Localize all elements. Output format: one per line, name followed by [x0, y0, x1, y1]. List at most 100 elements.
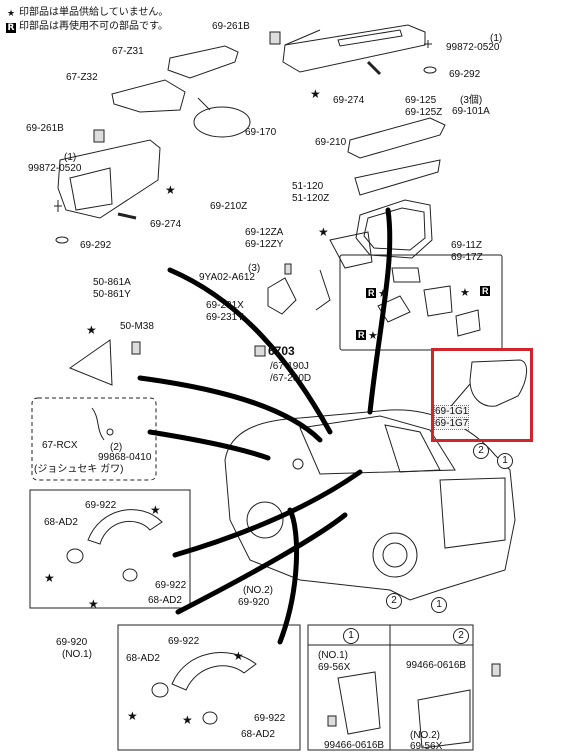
part-label[interactable]: 69-922 [155, 580, 187, 591]
part-label[interactable]: 68-AD2 [126, 653, 160, 664]
side-mirror-body [355, 199, 433, 259]
assist-grip-box-2 [117, 624, 301, 751]
part-label[interactable]: 67-Z32 [66, 72, 98, 83]
part-label[interactable]: 69-292 [449, 69, 481, 80]
sun-visor-right [282, 24, 426, 73]
quantity-note: (NO.2) [410, 730, 440, 741]
side-note: (ジョシュセキ ガワ) [34, 464, 124, 475]
part-label[interactable]: 6703 [268, 344, 295, 358]
part-label[interactable]: /67-190J [270, 361, 309, 372]
ref-circle-1[interactable]: 1 [343, 628, 359, 644]
star-icon: ★ [6, 9, 16, 19]
visor-clip [269, 31, 281, 45]
star-icon: ★ [44, 571, 55, 585]
part-label[interactable]: 69-920 [238, 597, 270, 608]
part-label[interactable]: 69-231X [206, 300, 244, 311]
part-label[interactable]: 69-261B [212, 21, 250, 32]
part-label[interactable]: 69-125 [405, 95, 437, 106]
selected-part-highlight[interactable] [431, 348, 533, 442]
part-label[interactable]: 69-12ZY [245, 239, 284, 250]
star-icon: ★ [86, 323, 97, 337]
quantity-note: (NO.2) [243, 585, 273, 596]
part-label[interactable]: 69-210 [315, 137, 347, 148]
star-icon: ★ [310, 87, 321, 101]
harness-box [31, 397, 157, 481]
svg-text:★: ★ [460, 286, 470, 299]
vehicle-body [224, 409, 516, 601]
part-label[interactable]: 50-M38 [120, 321, 154, 332]
bracket-2 [417, 689, 471, 749]
part-label[interactable]: 50-861Y [93, 289, 131, 300]
part-label-highlighted[interactable]: 69-1G7 [433, 417, 470, 430]
part-label[interactable]: 69-101A [452, 106, 490, 117]
star-icon: ★ [127, 709, 138, 723]
assist-grip-1 [87, 509, 163, 545]
ref-circle-2[interactable]: 2 [473, 443, 489, 459]
part-label[interactable]: 69-922 [168, 636, 200, 647]
ref-circle-2[interactable]: 2 [453, 628, 469, 644]
part-label[interactable]: /67-200D [270, 373, 312, 384]
quantity-note: (NO.1) [62, 649, 92, 660]
trim-panel-upper [347, 117, 446, 159]
legend-text: 印部品は再使用不可の部品です。 [19, 21, 168, 32]
ref-circle-1[interactable]: 1 [431, 597, 447, 613]
svg-text:R: R [358, 330, 365, 340]
part-label[interactable]: 69-920 [56, 637, 88, 648]
part-label-highlighted[interactable]: 69-1G1 [433, 405, 470, 418]
legend-row-star: ★印部品は単品供給していません。 [6, 3, 168, 19]
rear-view-mirror [193, 106, 251, 138]
part-label[interactable]: 68-AD2 [241, 729, 275, 740]
svg-text:★: ★ [378, 287, 388, 300]
part-label[interactable]: 69-231Y [206, 312, 244, 323]
quantity-note: (NO.1) [318, 650, 348, 661]
part-label[interactable]: 69-292 [80, 240, 112, 251]
overhead-lamp-cover [167, 45, 239, 79]
part-label[interactable]: 69-274 [150, 219, 182, 230]
part-label[interactable]: 67-RCX [42, 440, 78, 451]
quantity-note: (1) [490, 33, 503, 44]
part-label[interactable]: 69-56X [318, 662, 351, 673]
overhead-lamp-base [111, 79, 186, 113]
star-icon: ★ [150, 503, 161, 517]
star-icon: ★ [318, 225, 329, 239]
mirror-glass [469, 359, 527, 407]
part-label[interactable]: 9YA02-A612 [199, 272, 255, 283]
mirror-cover-trim [267, 277, 297, 315]
part-label[interactable]: 69-210Z [210, 201, 248, 212]
quantity-note: (3個) [460, 95, 483, 106]
star-icon: ★ [165, 183, 176, 197]
part-label[interactable]: 69-922 [254, 713, 286, 724]
part-label[interactable]: 51-120Z [292, 193, 330, 204]
part-label[interactable]: 99872-0520 [28, 163, 82, 174]
legend-text: 印部品は単品供給していません。 [19, 7, 169, 18]
part-label[interactable]: 68-AD2 [44, 517, 78, 528]
part-label[interactable]: 69-11Z [451, 240, 482, 251]
part-label[interactable]: 50-861A [93, 277, 131, 288]
part-label[interactable]: 99466-0616B [406, 660, 467, 671]
part-label[interactable]: 69-170 [245, 127, 277, 138]
part-label[interactable]: 99466-0616B [324, 740, 385, 751]
quantity-note: (3) [248, 263, 261, 274]
star-icon: ★ [182, 713, 193, 727]
star-icon: ★ [233, 649, 244, 663]
part-label[interactable]: 68-AD2 [148, 595, 182, 606]
ref-circle-2[interactable]: 2 [386, 593, 402, 609]
ref-circle-1[interactable]: 1 [497, 453, 513, 469]
part-label[interactable]: 69-274 [333, 95, 365, 106]
assist-grip-2 [171, 652, 257, 691]
part-label[interactable]: 69-261B [26, 123, 64, 134]
sun-visor-left [57, 139, 161, 219]
star-icon: ★ [88, 597, 99, 611]
part-label[interactable]: 69-56X [410, 741, 443, 752]
part-label[interactable]: 69-17Z [451, 252, 483, 263]
r-badge-icon: R [6, 23, 16, 33]
part-label[interactable]: 99868-0410 [98, 452, 152, 463]
triangle-garnish [68, 339, 113, 386]
part-label[interactable]: 69-922 [85, 500, 117, 511]
part-label[interactable]: 99872-0520 [446, 42, 500, 53]
part-label[interactable]: 51-120 [292, 181, 324, 192]
part-label[interactable]: 69-125Z [405, 107, 443, 118]
part-label[interactable]: 67-Z31 [112, 46, 144, 57]
part-label[interactable]: 69-12ZA [245, 227, 284, 238]
